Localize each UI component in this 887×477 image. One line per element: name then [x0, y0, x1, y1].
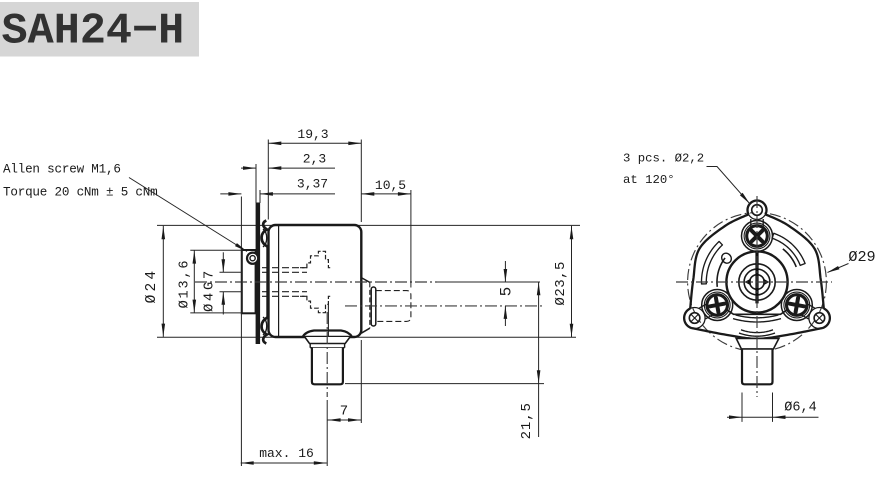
svg-text:Allen screw M1,6: Allen screw M1,6	[3, 162, 121, 176]
svg-text:Ø4G7: Ø4G7	[203, 268, 218, 312]
svg-text:3 pcs. Ø2,2: 3 pcs. Ø2,2	[623, 152, 704, 166]
svg-text:SAH24−H: SAH24−H	[2, 8, 185, 57]
svg-text:Ø23,5: Ø23,5	[553, 261, 569, 306]
svg-text:Torque 20 cNm ± 5 cNm: Torque 20 cNm ± 5 cNm	[3, 185, 158, 199]
svg-text:21,5: 21,5	[519, 402, 535, 439]
svg-text:7: 7	[340, 403, 348, 419]
svg-text:19,3: 19,3	[297, 127, 328, 142]
svg-text:2,3: 2,3	[303, 152, 326, 167]
svg-text:5: 5	[497, 287, 515, 297]
svg-text:Ø13,6: Ø13,6	[177, 259, 192, 309]
svg-text:Ø29: Ø29	[848, 248, 875, 266]
svg-text:Ø24: Ø24	[144, 268, 160, 304]
svg-text:3,37: 3,37	[297, 176, 328, 191]
svg-text:10,5: 10,5	[375, 178, 406, 193]
svg-text:at 120°: at 120°	[623, 173, 675, 187]
svg-text:max. 16: max. 16	[259, 446, 314, 461]
svg-text:Ø6,4: Ø6,4	[784, 400, 816, 415]
